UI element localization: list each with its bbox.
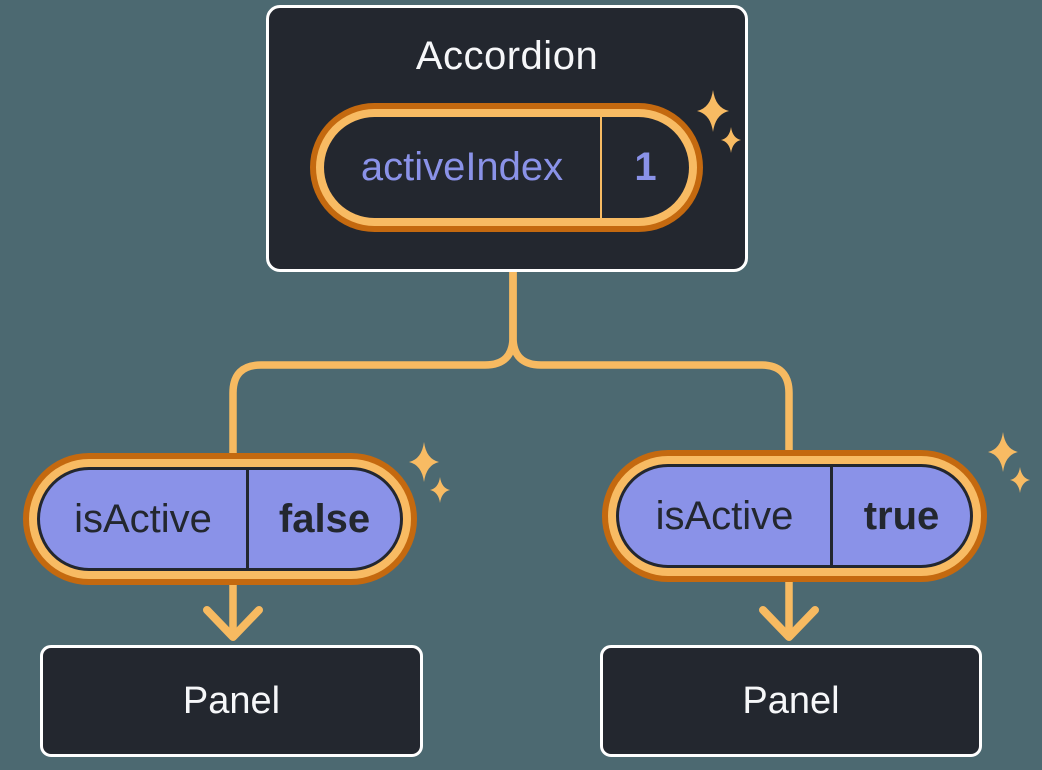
sparkle-icon (409, 442, 450, 503)
prop-pill-left: isActive false (23, 453, 417, 585)
prop-value: false (278, 496, 371, 541)
panel-title: Panel (742, 679, 840, 722)
prop-pill-right: isActive true (602, 450, 987, 582)
prop-value: true (863, 493, 940, 538)
state-pill: activeIndex 1 (310, 103, 703, 232)
panel-title: Panel (182, 679, 281, 722)
sparkle-icon (988, 432, 1030, 493)
state-label: activeIndex (324, 117, 602, 218)
state-pill-ring: activeIndex 1 (316, 109, 697, 226)
accordion-title: Accordion (415, 34, 599, 78)
arrow-down-icon (203, 576, 263, 641)
prop-pill-ring: isActive true (608, 456, 981, 576)
arrow-down-icon (759, 574, 819, 641)
fork-connector-left (229, 268, 517, 472)
prop-label: isActive (619, 467, 833, 565)
prop-label: isActive (40, 470, 249, 568)
panel-box-left: Panel (40, 645, 423, 757)
panel-box-right: Panel (600, 645, 982, 757)
prop-pill-ring: isActive false (29, 459, 411, 579)
fork-connector-right (509, 268, 793, 469)
state-value: 1 (634, 145, 657, 189)
